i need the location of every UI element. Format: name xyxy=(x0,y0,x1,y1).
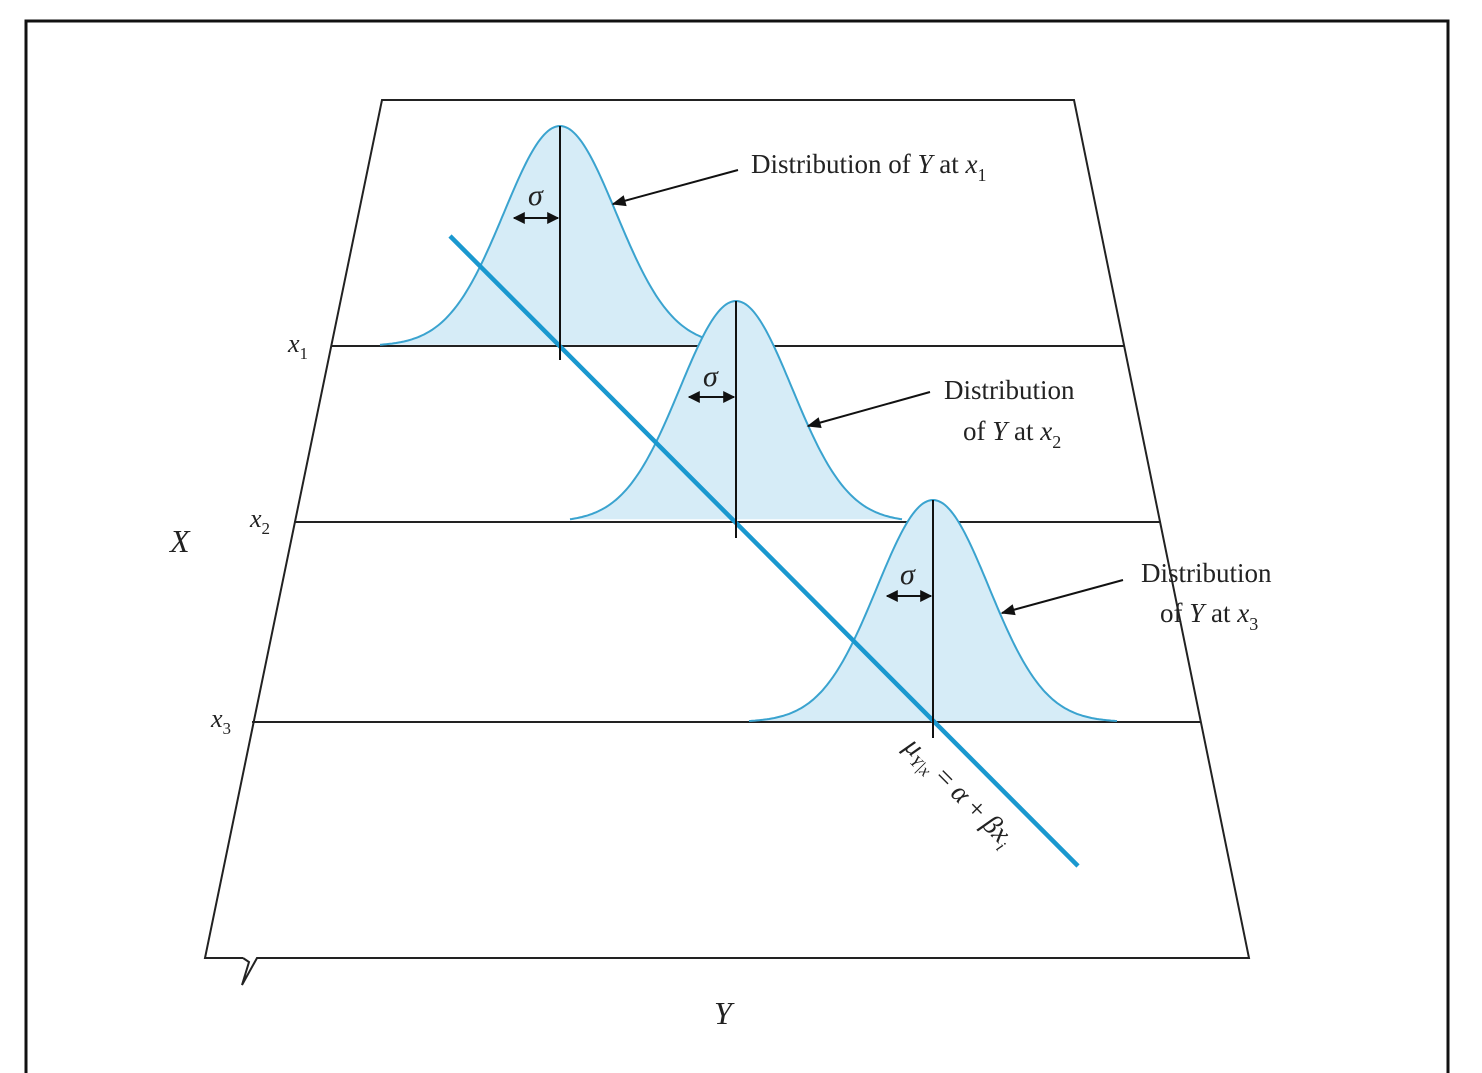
distribution-label-3-line1: Distribution xyxy=(1141,558,1272,588)
sigma-label-1: σ xyxy=(528,179,544,212)
pointer-arrow-1 xyxy=(611,169,739,207)
sigma-label-3: σ xyxy=(900,558,916,591)
y-axis-label: Y xyxy=(714,995,735,1031)
level-label-x3: x3 xyxy=(210,704,231,738)
sigma-label-2: σ xyxy=(703,360,719,393)
pointer-arrow-3 xyxy=(1000,579,1124,616)
plane-outline xyxy=(203,99,1251,959)
distribution-label-1: Distribution of Y at x1 xyxy=(751,149,987,185)
level-label-x1: x1 xyxy=(287,329,308,363)
distribution-label-3-line2: of Y at x3 xyxy=(1160,598,1258,634)
distribution-label-2-line1: Distribution xyxy=(944,375,1075,405)
svg-text:μY|x = α + βxi: μY|x = α + βxi xyxy=(895,730,1020,855)
regression-equation: μY|x = α + βxi xyxy=(895,730,1020,855)
level-label-x2: x2 xyxy=(249,504,270,538)
distribution-label-2-line2: of Y at x2 xyxy=(963,416,1061,452)
regression-line xyxy=(448,234,1080,868)
border xyxy=(24,19,1450,1073)
pointer-arrow-2 xyxy=(806,391,931,429)
axis-break-mark xyxy=(241,957,262,986)
x-axis-label: X xyxy=(168,523,191,559)
